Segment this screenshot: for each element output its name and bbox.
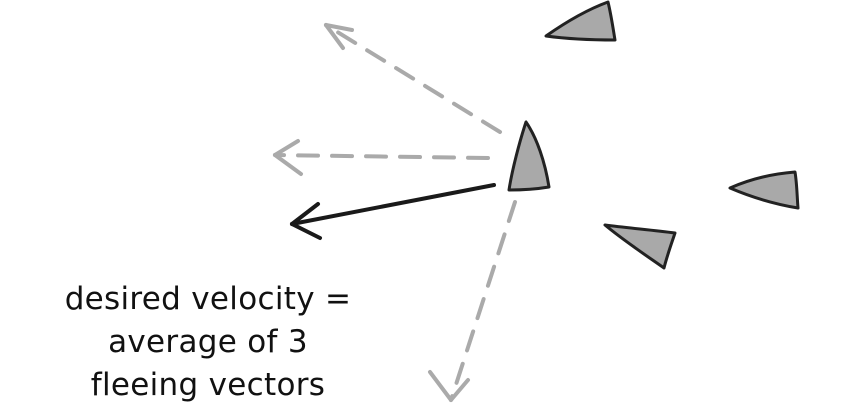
caption-line-desired-velocity: desired velocity = [64,281,352,317]
caption: desired velocity = average of 3 fleeing … [18,278,398,407]
neighbor-vehicle-icon [728,170,800,210]
desired-velocity-arrow [290,183,496,240]
flee-vector-down [428,200,517,402]
flee-vector-up-left [324,23,502,134]
neighbor-vehicle-icon [544,0,617,42]
center-vehicle-icon [507,120,551,192]
caption-line-fleeing-vectors: fleeing vectors [90,367,326,403]
neighbor-vehicle-icon [603,223,677,270]
flee-vector-left [273,139,490,176]
caption-line-average: average of 3 [108,324,308,360]
